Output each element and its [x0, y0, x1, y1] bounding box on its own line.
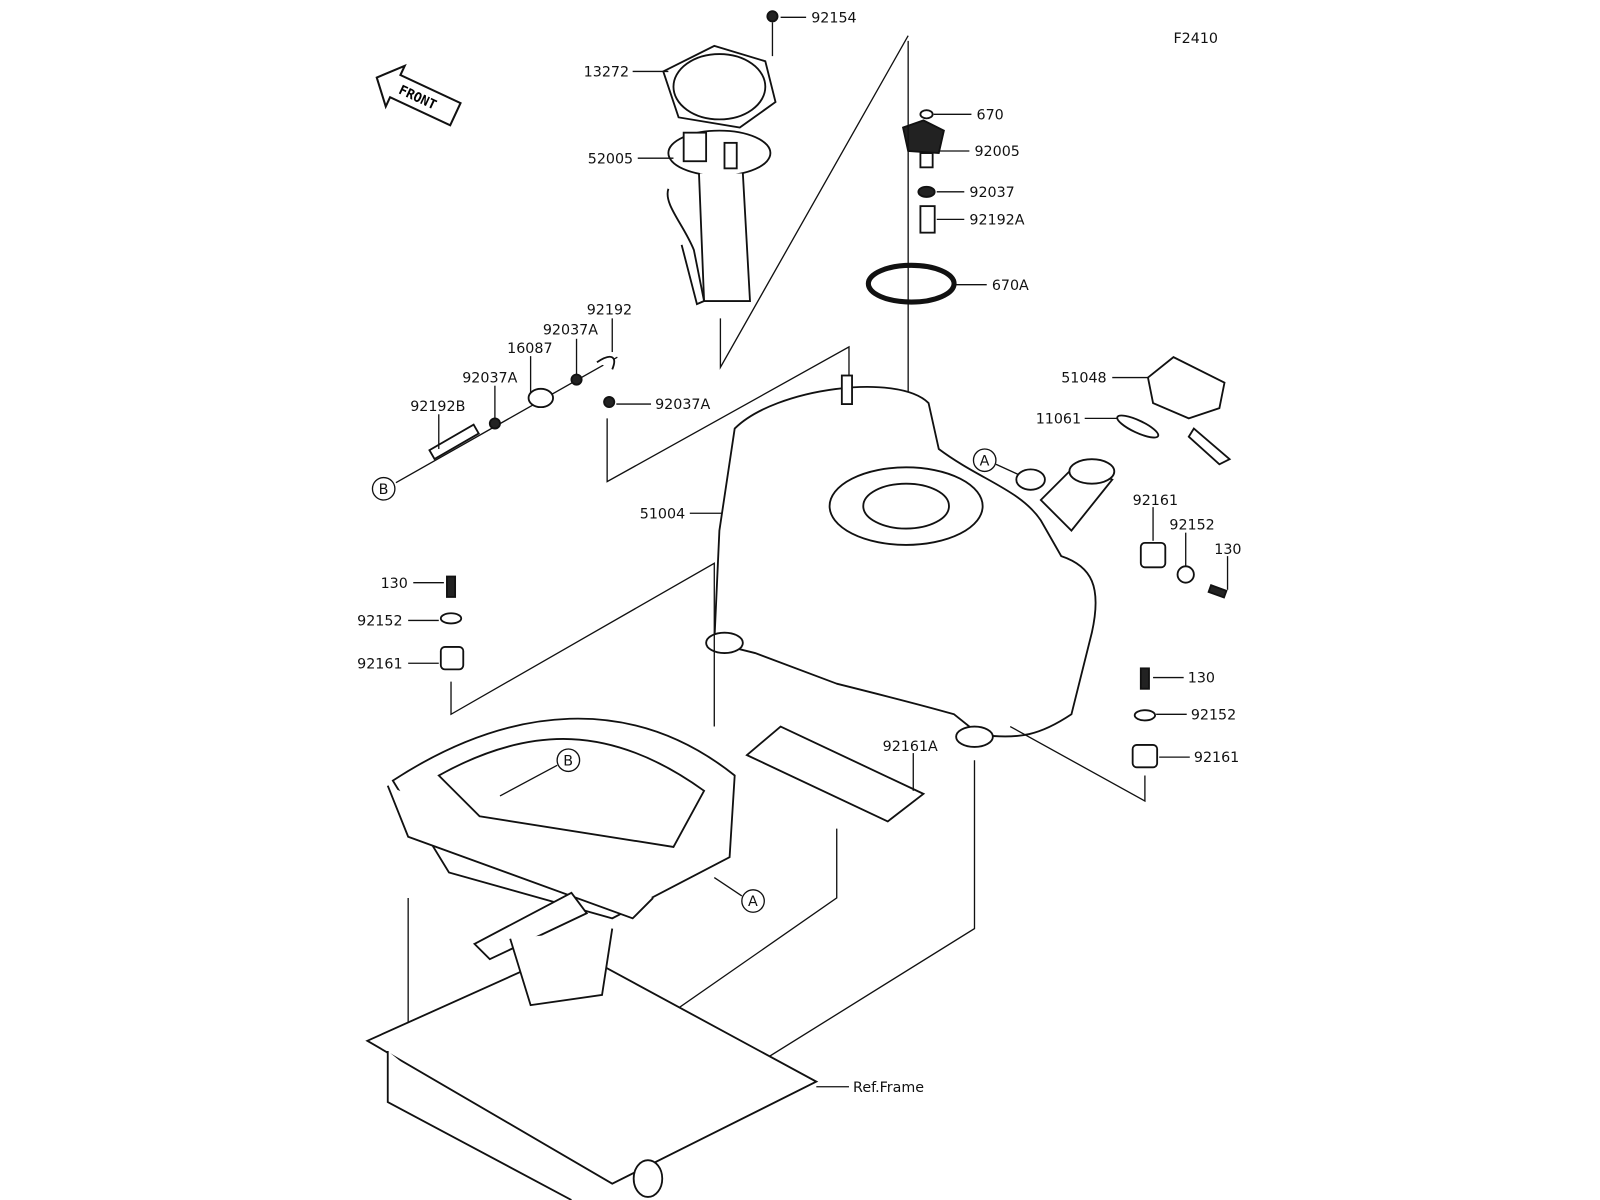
ref-a-top: A: [972, 448, 997, 473]
label-13272: 13272: [584, 65, 629, 81]
fuel-pump-assembly: [662, 10, 779, 306]
label-92154: 92154: [811, 10, 856, 26]
ref-a-frame: A: [741, 889, 765, 913]
front-arrow-icon: FRONT: [375, 63, 462, 127]
fuel-tank: [705, 374, 1116, 748]
ref-letter: B: [563, 753, 573, 769]
label-52005: 52005: [588, 151, 633, 167]
diagram-code: F2410: [1173, 31, 1218, 47]
label-51048: 51048: [1061, 371, 1106, 387]
label-92037a: 92037A: [462, 371, 517, 387]
frame: [365, 717, 819, 1200]
ref-letter: B: [379, 482, 389, 498]
label-16087: 16087: [507, 341, 552, 357]
label-92152: 92152: [357, 614, 402, 630]
label-92037a: 92037A: [655, 397, 710, 413]
label-ref-frame: Ref.Frame: [853, 1080, 924, 1096]
mount-hardware: [407, 541, 1228, 1124]
label-670: 670: [977, 107, 1004, 123]
ref-letter: A: [748, 894, 758, 910]
label-92161: 92161: [1133, 493, 1178, 509]
label-92161: 92161: [1194, 750, 1239, 766]
ref-b-left: B: [371, 476, 396, 501]
label-92192b: 92192B: [410, 399, 465, 415]
fuel-cap: [1116, 356, 1232, 466]
label-51004: 51004: [640, 506, 685, 522]
label-92037a: 92037A: [543, 323, 598, 339]
label-11061: 11061: [1036, 411, 1081, 427]
label-130: 130: [1214, 542, 1241, 558]
label-92005: 92005: [974, 144, 1019, 160]
guide-line: [719, 35, 909, 370]
label-92161: 92161: [357, 656, 402, 672]
label-670a: 670A: [992, 278, 1029, 294]
ref-letter: A: [980, 453, 990, 469]
label-130: 130: [381, 576, 408, 592]
leader-lines: [408, 16, 1229, 1088]
label-92037: 92037: [969, 185, 1014, 201]
ref-b-frame: B: [556, 748, 581, 773]
label-92192a: 92192A: [969, 212, 1024, 228]
label-92152: 92152: [1191, 707, 1236, 723]
label-92152: 92152: [1169, 518, 1214, 534]
label-92192: 92192: [587, 302, 632, 318]
label-92161a: 92161A: [883, 739, 938, 755]
part-labels: 92154 13272 52005 670 92005 92037 92192A…: [357, 10, 1241, 1095]
label-130: 130: [1188, 671, 1215, 687]
